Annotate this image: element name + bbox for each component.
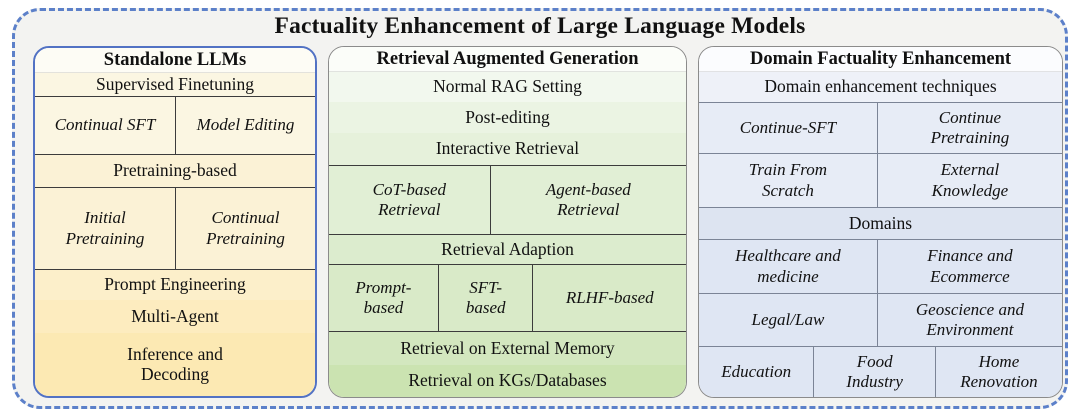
cell-rlhf-based: RLHF-based	[532, 265, 686, 331]
column-retrieval-augmented-generation: Retrieval Augmented Generation Normal RA…	[328, 46, 687, 398]
band-retrieval-kgs-databases: Retrieval on KGs/Databases	[329, 365, 686, 397]
band-retrieval-adaption: Retrieval Adaption	[329, 235, 686, 264]
cell-train-from-scratch: Train From Scratch	[748, 160, 828, 200]
cell-sft-based: SFT- based	[437, 265, 533, 331]
cells-row-techniques-1: Continue-SFT Continue Pretraining	[699, 102, 1062, 154]
cells-row-domains-3: Education Food Industry Home Renovation	[699, 347, 1062, 397]
cell-geoscience-environment: Geoscience and Environment	[876, 294, 1062, 346]
cells-row-domains-1: Healthcare and medicine Finance and Ecom…	[699, 239, 1062, 294]
cell-healthcare-medicine: Healthcare and medicine	[735, 246, 841, 286]
band-supervised-finetuning: Supervised Finetuning	[35, 73, 315, 96]
band-pretraining-based: Pretraining-based	[35, 155, 315, 187]
band-prompt-engineering: Prompt Engineering	[35, 270, 315, 300]
cell-education: Education	[721, 361, 792, 381]
cell-initial-pretraining: Initial Pretraining	[65, 208, 145, 248]
band-inference-and-decoding: Inference and Decoding	[35, 333, 315, 396]
band-normal-rag-setting: Normal RAG Setting	[329, 72, 686, 102]
cell-agent-based-retrieval: Agent-based Retrieval	[489, 166, 686, 234]
band-post-editing: Post-editing	[329, 102, 686, 133]
column-header-standalone-llms: Standalone LLMs	[35, 48, 315, 73]
cell-food-industry: Food Industry	[813, 347, 935, 397]
cell-external-knowledge: External Knowledge	[876, 154, 1062, 207]
column-header-domain-factuality-enhancement: Domain Factuality Enhancement	[699, 47, 1062, 72]
band-interactive-retrieval: Interactive Retrieval	[329, 133, 686, 165]
cell-home-renovation: Home Renovation	[934, 347, 1062, 397]
band-domain-enhancement-techniques: Domain enhancement techniques	[699, 72, 1062, 102]
cells-row-techniques-2: Train From Scratch External Knowledge	[699, 154, 1062, 208]
cells-row-adaption-methods: Prompt- based SFT- based RLHF-based	[329, 264, 686, 332]
cell-cot-based-retrieval: CoT-based Retrieval	[372, 179, 446, 219]
cells-row-supervised-finetuning: Continual SFT Model Editing	[35, 96, 315, 155]
cell-finance-ecommerce: Finance and Ecommerce	[876, 240, 1062, 293]
figure-frame: Factuality Enhancement of Large Language…	[12, 8, 1068, 409]
cell-prompt-based: Prompt- based	[355, 277, 412, 317]
figure-title: Factuality Enhancement of Large Language…	[274, 13, 806, 39]
cell-legal-law: Legal/Law	[751, 309, 825, 329]
columns-container: Standalone LLMs Supervised Finetuning Co…	[33, 46, 1063, 398]
cell-continual-pretraining: Continual Pretraining	[175, 188, 315, 269]
cell-continual-sft: Continual SFT	[54, 115, 156, 135]
band-multi-agent: Multi-Agent	[35, 300, 315, 333]
band-retrieval-external-memory: Retrieval on External Memory	[329, 332, 686, 365]
column-standalone-llms: Standalone LLMs Supervised Finetuning Co…	[33, 46, 317, 398]
band-domains: Domains	[699, 208, 1062, 239]
cell-model-editing: Model Editing	[175, 97, 315, 154]
column-header-retrieval-augmented-generation: Retrieval Augmented Generation	[329, 47, 686, 72]
cell-continue-sft: Continue-SFT	[739, 117, 837, 137]
cells-row-pretraining: Initial Pretraining Continual Pretrainin…	[35, 187, 315, 270]
cells-row-retrieval-types: CoT-based Retrieval Agent-based Retrieva…	[329, 165, 686, 235]
cell-continue-pretraining: Continue Pretraining	[876, 103, 1062, 153]
column-domain-factuality-enhancement: Domain Factuality Enhancement Domain enh…	[698, 46, 1063, 398]
cells-row-domains-2: Legal/Law Geoscience and Environment	[699, 294, 1062, 347]
